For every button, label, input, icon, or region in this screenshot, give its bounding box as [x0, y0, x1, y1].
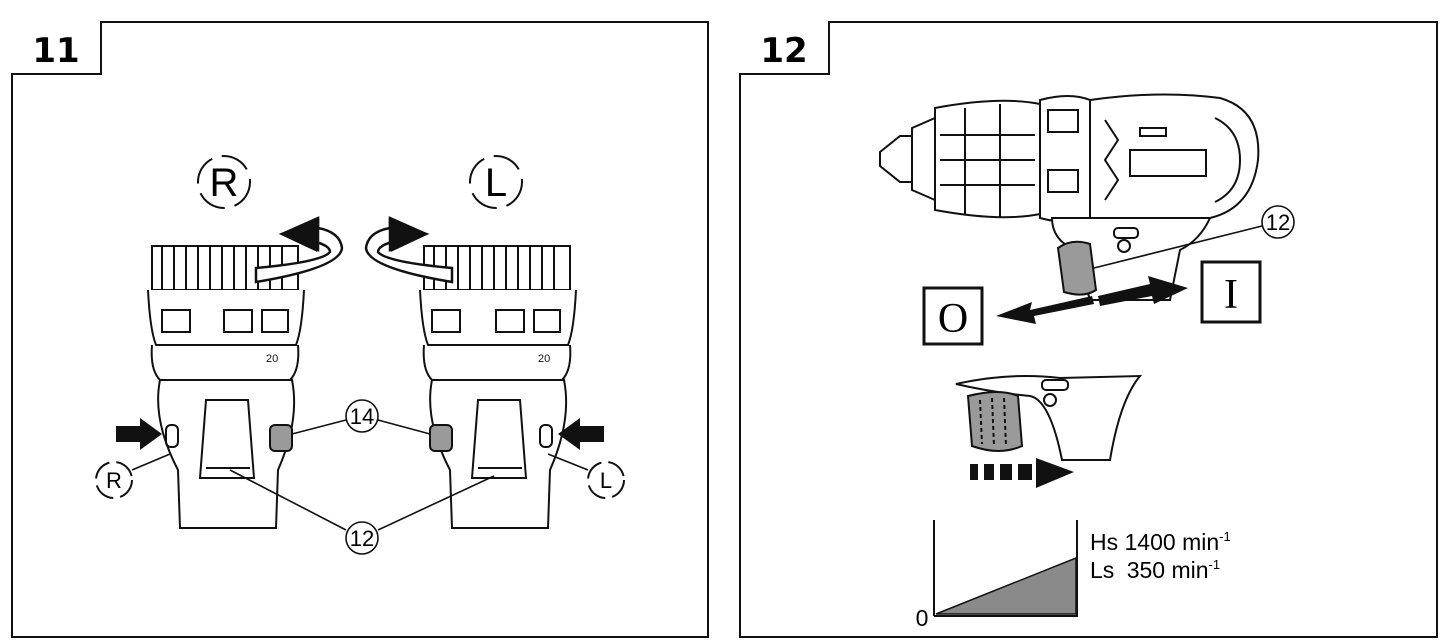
speed-graph: 0 Hs 1400 min-1 Ls 350 min-1 — [916, 520, 1231, 631]
figure-12-frame — [739, 21, 1438, 638]
reverse-direction-symbol: R — [197, 155, 251, 209]
trigger-icon — [1056, 240, 1098, 296]
figure-11-number: 11 — [32, 31, 79, 71]
high-speed-label: Hs 1400 min-1 — [1090, 529, 1231, 555]
figure-11: 11 20 — [11, 21, 709, 638]
speed-ramp — [935, 556, 1077, 615]
svg-text:20: 20 — [266, 353, 278, 365]
figure-11-frame — [11, 21, 709, 638]
push-arrow-icon — [116, 418, 162, 450]
forward-direction-symbol: L — [469, 155, 523, 209]
push-arrow-icon — [558, 418, 604, 450]
trigger-press-detail — [955, 374, 1143, 461]
svg-text:12: 12 — [350, 526, 374, 551]
figure-12-number: 12 — [760, 31, 807, 71]
low-speed-label: Ls 350 min-1 — [1090, 557, 1220, 583]
graph-origin-label: 0 — [916, 605, 929, 631]
on-arrow-icon — [1098, 276, 1188, 306]
callout-side-switch: 14 — [291, 399, 431, 435]
svg-text:R: R — [210, 161, 239, 205]
svg-text:R: R — [106, 468, 122, 493]
drill-front-view-left: 20 — [419, 245, 577, 529]
callout-trigger-12: 12 — [1093, 205, 1295, 269]
off-position-box: O — [922, 286, 984, 346]
callout-trigger: 12 — [229, 469, 495, 555]
rotation-arrow-icon — [364, 216, 454, 284]
rotation-arrow-icon — [254, 216, 344, 284]
figure-12: 12 — [739, 21, 1438, 638]
svg-text:L: L — [485, 161, 507, 205]
svg-text:I: I — [1224, 272, 1238, 318]
reverse-switch-label: R — [95, 453, 171, 499]
on-position-box: I — [1200, 260, 1262, 324]
svg-text:14: 14 — [350, 404, 374, 429]
svg-text:20: 20 — [538, 353, 550, 365]
drill-front-view-right: 20 — [147, 245, 305, 529]
svg-text:O: O — [938, 296, 968, 342]
svg-text:12: 12 — [1266, 210, 1290, 235]
off-arrow-icon — [996, 296, 1094, 324]
push-arrow-icon — [970, 458, 1074, 488]
forward-switch-label: L — [547, 453, 625, 499]
svg-text:L: L — [600, 468, 612, 493]
